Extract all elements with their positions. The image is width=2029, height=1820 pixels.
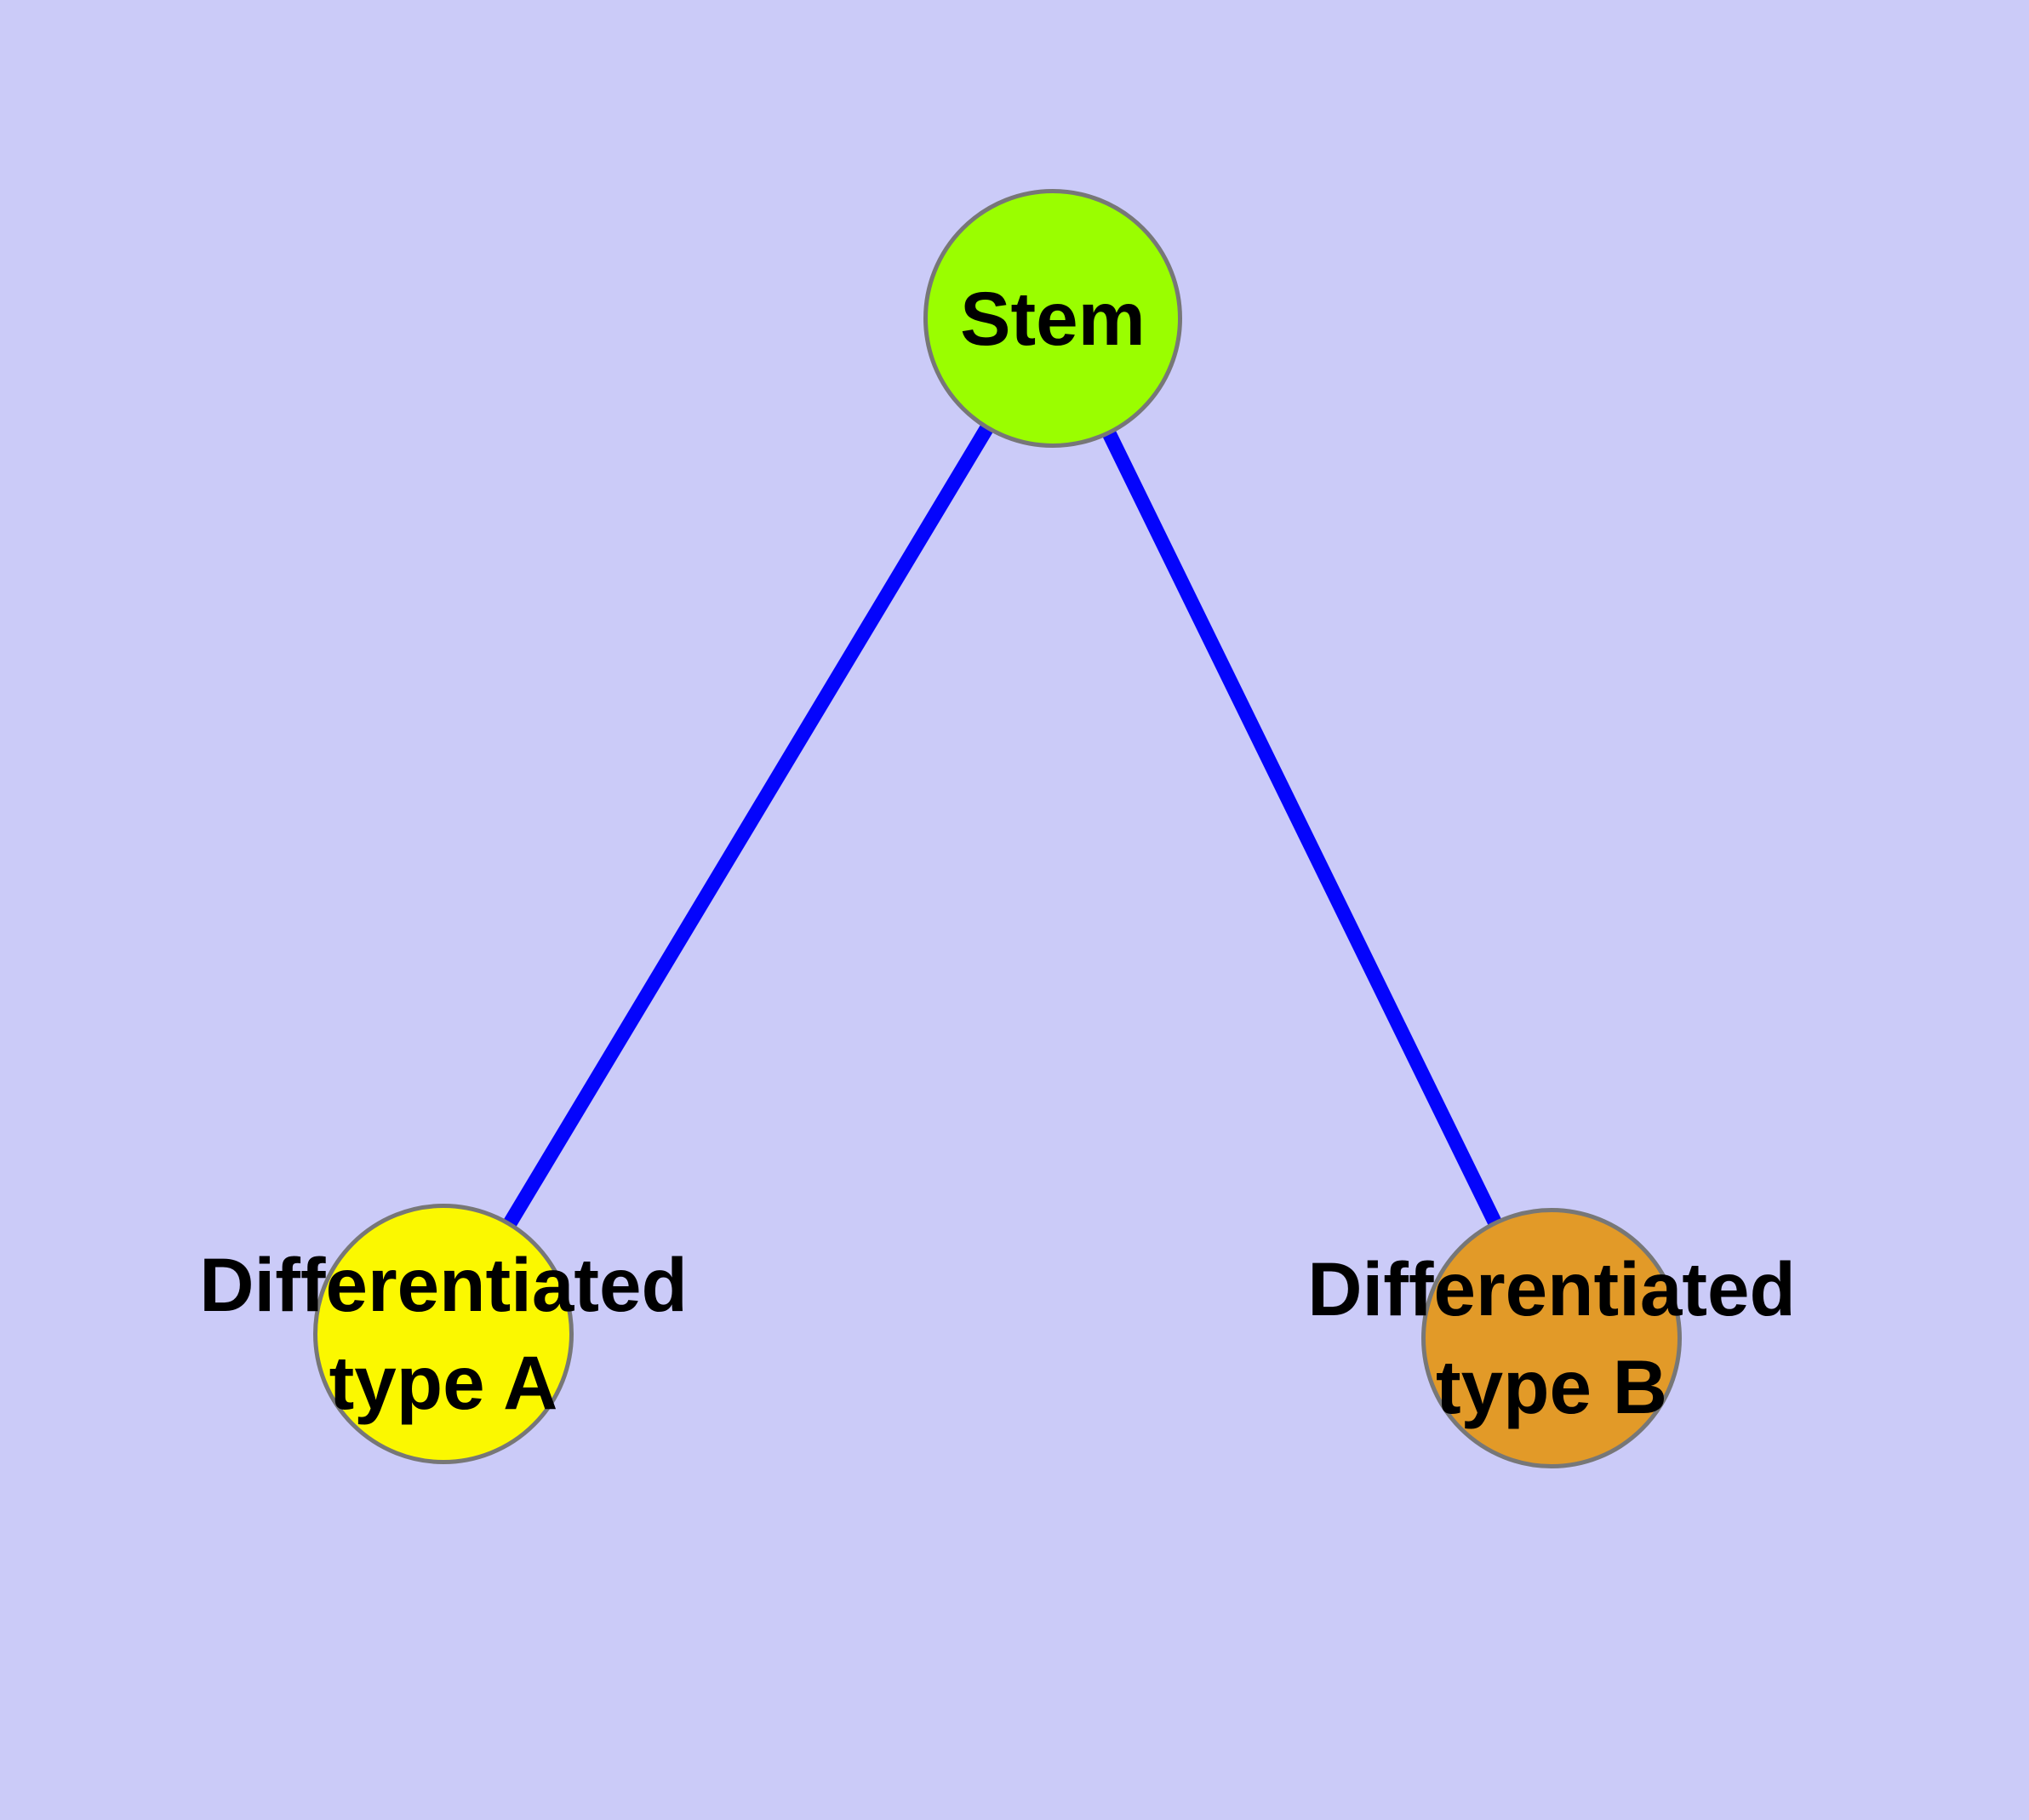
edge-stem-to-type-a <box>437 314 1060 1338</box>
edge-stem-to-type-b <box>1046 315 1558 1342</box>
node-differentiated-type-b: Differentiated type B <box>1307 1208 1796 1468</box>
node-stem: Stem <box>923 189 1182 448</box>
node-differentiated-type-a: Differentiated type A <box>199 1204 688 1464</box>
node-stem-label: Stem <box>960 275 1146 361</box>
